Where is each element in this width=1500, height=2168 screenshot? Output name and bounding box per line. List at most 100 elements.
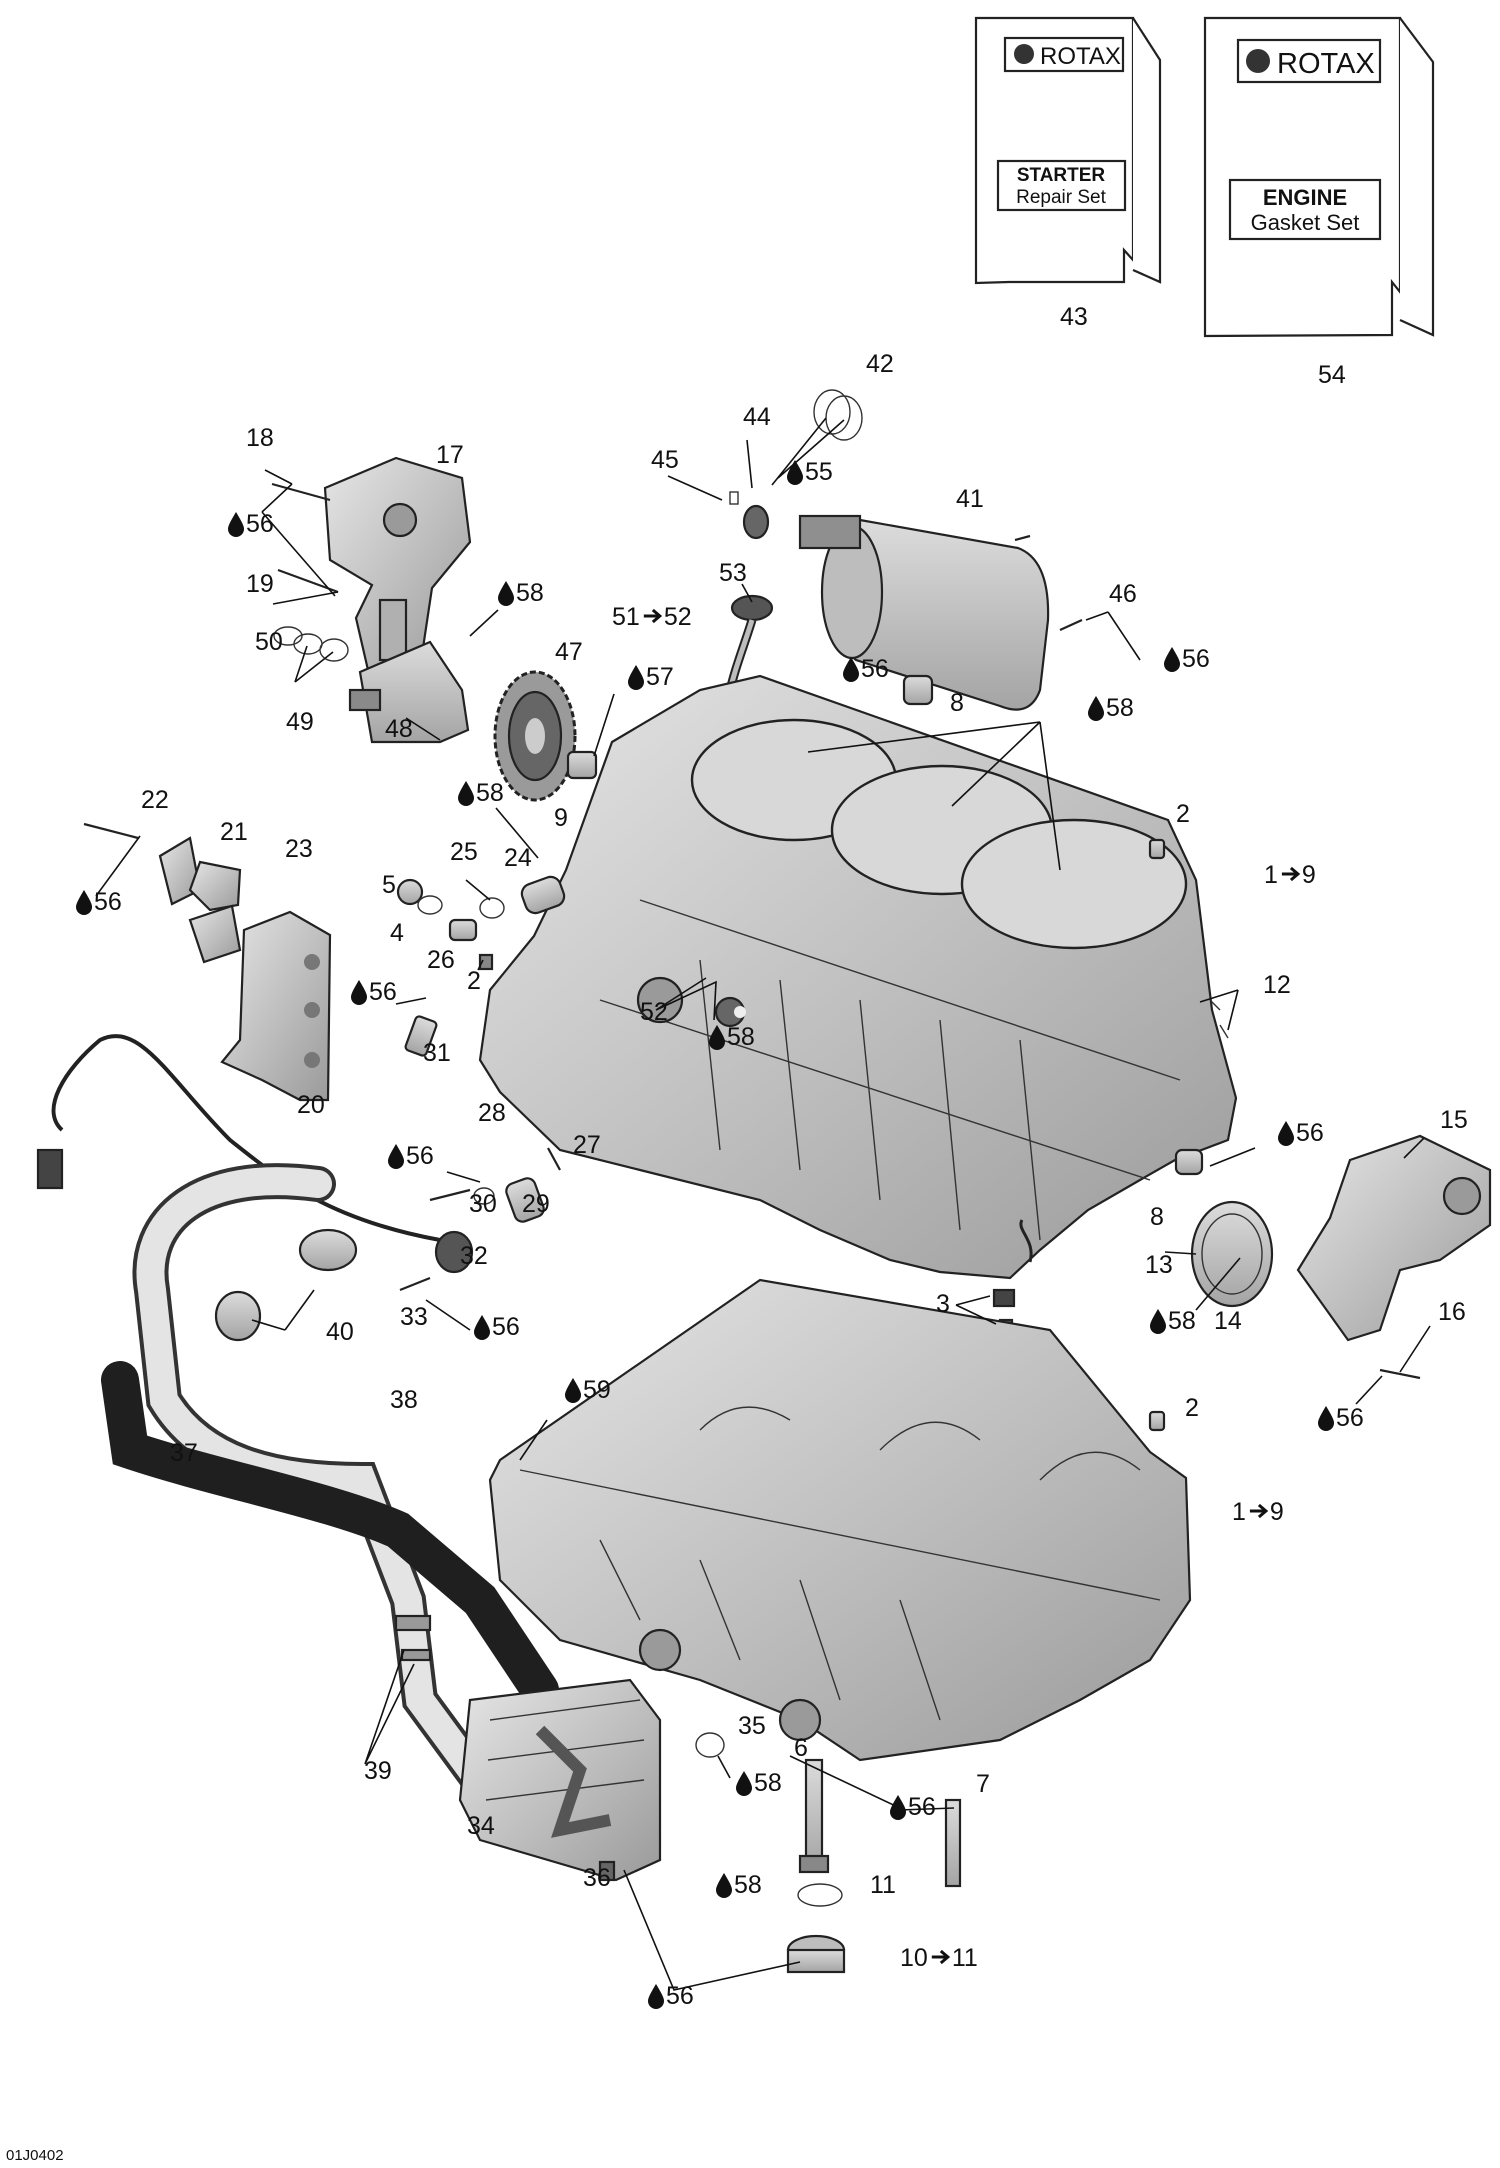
callout-c-56j: 56 (890, 1793, 936, 1821)
callout-number: 26 (427, 946, 455, 974)
callout-number: 50 (255, 628, 283, 656)
callout-c-9a: 9 (554, 804, 568, 832)
callout-number: 31 (423, 1039, 451, 1067)
callout-number: 56 (369, 978, 397, 1006)
rotax-logo-icon (1014, 44, 1034, 64)
callout-number: 52 (640, 998, 668, 1026)
callout-number: 33 (400, 1303, 428, 1331)
lubricant-drop-icon (498, 581, 514, 606)
callout-c-33: 33 (400, 1303, 428, 1331)
oil-cooler-hose (101, 1361, 559, 1709)
callout-c-6: 6 (794, 1734, 808, 1762)
lubricant-drop-icon (787, 460, 803, 485)
range-arrow-icon (931, 1949, 951, 1965)
callout-number: 3 (936, 1290, 950, 1318)
lubricant-drop-icon (843, 657, 859, 682)
lubricant-drop-icon (648, 1984, 664, 2009)
callout-number: 32 (460, 1242, 488, 1270)
lubricant-drop-icon (76, 890, 92, 915)
starter-repair-set-book: ROTAX STARTER Repair Set (974, 16, 1162, 285)
callout-number: 58 (516, 579, 544, 607)
callout-c-37: 37 (170, 1439, 198, 1467)
callout-number: 27 (573, 1131, 601, 1159)
book-title-line2: Gasket Set (1251, 210, 1360, 235)
callout-number: 53 (719, 559, 747, 587)
callout-c-50: 50 (255, 628, 283, 656)
callout-c-27: 27 (573, 1131, 601, 1159)
callout-number: 1 (1232, 1498, 1246, 1526)
callout-number: 29 (522, 1190, 550, 1218)
callout-c-20: 20 (297, 1091, 325, 1119)
callout-c-5: 5 (382, 871, 396, 899)
callout-c-58e: 58 (1150, 1307, 1196, 1335)
callout-c-39: 39 (364, 1757, 392, 1785)
callout-c-56k: 56 (648, 1982, 694, 2010)
callout-number: 5 (382, 871, 396, 899)
lubricant-drop-icon (388, 1144, 404, 1169)
lubricant-drop-icon (1164, 647, 1180, 672)
callout-c-29: 29 (522, 1190, 550, 1218)
callout-number: 35 (738, 1712, 766, 1740)
callout-c-21: 21 (220, 818, 248, 846)
callout-number: 1 (1264, 861, 1278, 889)
lower-crankcase (488, 1278, 1192, 1762)
callout-number: 23 (285, 835, 313, 863)
cylinder-block (478, 674, 1238, 1280)
callout-number: 10 (900, 1944, 928, 1972)
callout-number: 56 (1296, 1119, 1324, 1147)
callout-c-45: 45 (651, 446, 679, 474)
callout-c-47: 47 (555, 638, 583, 666)
callout-range-end: 11 (952, 1944, 978, 1972)
callout-c-32: 32 (460, 1242, 488, 1270)
callout-c-56e: 56 (351, 978, 397, 1006)
callout-c-41: 41 (956, 485, 984, 513)
lubricant-drop-icon (890, 1795, 906, 1820)
callout-c-13: 13 (1145, 1251, 1173, 1279)
callout-number: 2 (1176, 800, 1190, 828)
callout-number: 56 (492, 1313, 520, 1341)
callout-number: 49 (286, 708, 314, 736)
callout-number: 25 (450, 838, 478, 866)
lubricant-drop-icon (1278, 1121, 1294, 1146)
callout-number: 39 (364, 1757, 392, 1785)
callout-number: 16 (1438, 1298, 1466, 1326)
callout-number: 56 (1336, 1404, 1364, 1432)
oil-pressure-sensor (404, 1015, 438, 1057)
callout-number: 56 (908, 1793, 936, 1821)
callout-number: 21 (220, 818, 248, 846)
callout-c-46: 46 (1109, 580, 1137, 608)
starter-drive-shaft (348, 640, 470, 744)
callout-c-55: 55 (787, 458, 833, 486)
callout-c-2c: 2 (1185, 1394, 1199, 1422)
range-arrow-icon (1281, 866, 1301, 882)
callout-number: 48 (385, 715, 413, 743)
callout-number: 7 (976, 1770, 990, 1798)
callout-number: 56 (861, 655, 889, 683)
leader-lines (95, 417, 1431, 1991)
callout-number: 13 (1145, 1251, 1173, 1279)
lubricant-drop-icon (351, 980, 367, 1005)
lubricant-drop-icon (628, 665, 644, 690)
callout-number: 42 (866, 350, 894, 378)
range-arrow-icon (1249, 1503, 1269, 1519)
book-title-line1: STARTER (1017, 165, 1106, 186)
callout-c-40: 40 (326, 1318, 354, 1346)
callout-c-34: 34 (467, 1812, 495, 1840)
callout-number: 51 (612, 603, 640, 631)
lubricant-drop-icon (736, 1771, 752, 1796)
callout-c-52: 52 (640, 998, 668, 1026)
callout-number: 6 (794, 1734, 808, 1762)
callout-c-8a: 8 (950, 689, 964, 717)
rotax-logo-icon (1246, 49, 1270, 73)
callout-number: 8 (950, 689, 964, 717)
callout-number: 2 (1185, 1394, 1199, 1422)
callout-c-44: 44 (743, 403, 771, 431)
lubricant-drop-icon (458, 781, 474, 806)
lubricant-drop-icon (228, 512, 244, 537)
callout-number: 58 (1168, 1307, 1196, 1335)
lubricant-drop-icon (1318, 1406, 1334, 1431)
engine-gasket-set-book: ROTAX ENGINE Gasket Set (1203, 16, 1435, 338)
